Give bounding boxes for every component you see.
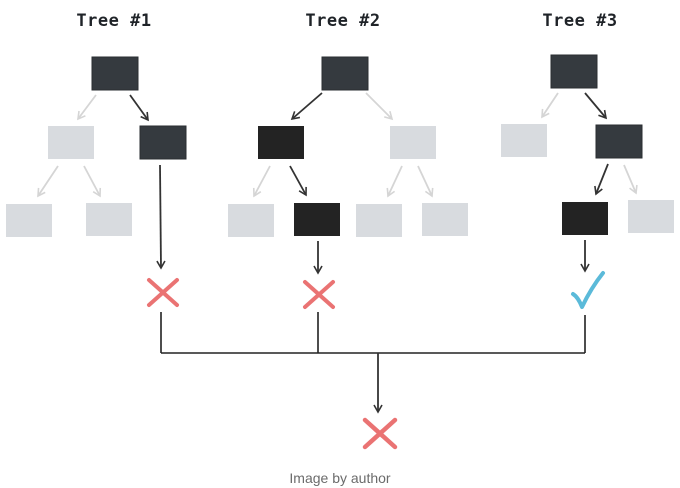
tree-3-correct-check-icon <box>571 271 605 309</box>
tree-1-edge-left-leaf2 <box>83 165 102 198</box>
tree-2-left-node <box>258 126 304 159</box>
image-caption: Image by author <box>289 470 391 486</box>
tree-1-root-node <box>91 56 139 91</box>
tree-3-edge-root-left <box>541 92 559 119</box>
tree-3-leaf-2 <box>628 200 674 233</box>
tree-3 <box>501 54 674 309</box>
tree-1-leaf-2 <box>86 203 132 236</box>
tree-3-leaf-1 <box>562 202 608 235</box>
tree-2-leaf-2 <box>294 203 340 236</box>
tree-1 <box>6 56 187 307</box>
tree-2-edge-left-leaf1 <box>252 165 271 198</box>
tree-3-left-node <box>501 124 547 157</box>
tree-2 <box>228 56 468 309</box>
tree-2-edge-root-left <box>290 92 323 121</box>
tree-2-title: Tree #2 <box>305 11 380 31</box>
tree-3-edge-right-leaf1 <box>594 163 609 196</box>
tree-2-edge-root-right <box>365 92 394 121</box>
tree-1-left-node <box>48 126 94 159</box>
tree-1-right-node <box>139 125 187 160</box>
tree-2-right-node <box>390 126 436 159</box>
tree-2-root-node <box>321 56 369 91</box>
tree-3-right-node <box>595 124 643 159</box>
tree-2-edge-left-leaf2 <box>289 165 307 197</box>
tree-1-edge-root-left <box>77 94 97 121</box>
tree-2-leaf-1 <box>228 204 274 237</box>
tree-2-edge-right-leaf3 <box>386 165 403 198</box>
tree-3-edge-root-right <box>584 92 608 120</box>
tree-1-wrong-cross-icon <box>147 278 179 307</box>
tree-1-leaf-1 <box>6 204 52 237</box>
tree-1-title: Tree #1 <box>76 11 151 31</box>
tree-2-wrong-cross-icon <box>303 280 335 309</box>
tree-1-edge-root-right <box>129 94 149 122</box>
tree-3-edge-right-leaf2 <box>623 164 638 195</box>
tree-3-title: Tree #3 <box>542 11 617 31</box>
aggregation-lines <box>160 312 586 354</box>
tree-1-edge-to-result <box>156 164 166 270</box>
tree-2-edge-right-leaf4 <box>417 165 434 198</box>
final-wrong-cross-icon <box>362 417 398 450</box>
tree-3-root-node <box>550 54 598 89</box>
tree-1-edge-left-leaf1 <box>37 165 59 198</box>
tree-2-leaf-3 <box>356 204 402 237</box>
tree-2-leaf-4 <box>422 203 468 236</box>
